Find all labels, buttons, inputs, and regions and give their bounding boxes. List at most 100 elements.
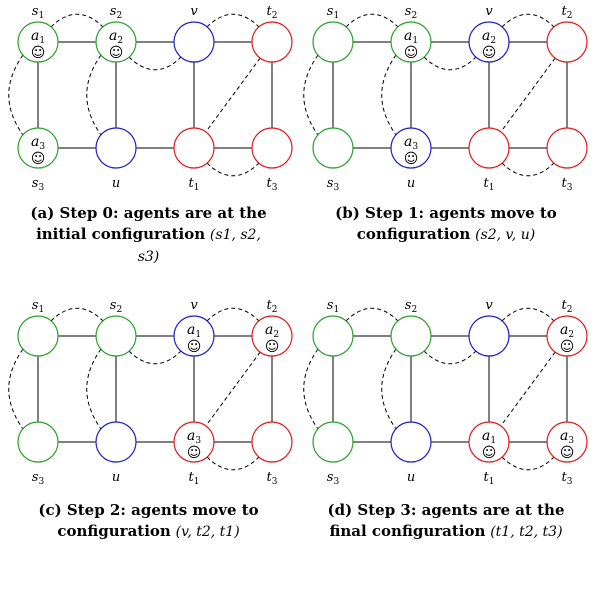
vertex-s1 — [17, 21, 59, 63]
vertex-label-s3: s3 — [32, 176, 45, 193]
vertex-label-t2: t2 — [267, 4, 278, 21]
agent-a3: a3 — [404, 134, 418, 152]
agent-a1: a1 — [404, 28, 418, 46]
agent-a1: a1 — [187, 322, 201, 340]
vertex-s1 — [312, 315, 354, 357]
smiley-icon: ☺ — [31, 45, 46, 61]
vertex-label-t2: t2 — [562, 4, 573, 21]
smiley-icon: ☺ — [404, 151, 419, 167]
dashed-edge-s2-v — [423, 56, 477, 71]
vertex-s1 — [312, 21, 354, 63]
agent-a3: a3 — [187, 428, 201, 446]
caption-text: (a) Step 0: agents are at the initial co… — [30, 204, 267, 243]
vertex-u — [390, 127, 432, 169]
vertex-t2 — [251, 21, 293, 63]
vertex-label-s1: s1 — [327, 4, 339, 21]
vertex-s2 — [390, 315, 432, 357]
smiley-icon: ☺ — [31, 151, 46, 167]
vertex-t2 — [546, 21, 588, 63]
dashed-edge-s2-u — [381, 348, 397, 430]
dashed-edge-v-t2 — [206, 307, 260, 322]
vertex-s3 — [312, 127, 354, 169]
dashed-edge-t2-t1 — [205, 351, 261, 427]
dashed-edge-t1-t3 — [501, 456, 555, 471]
vertex-label-t2: t2 — [562, 298, 573, 315]
dashed-edge-v-t2 — [501, 13, 555, 28]
vertex-t3 — [546, 421, 588, 463]
vertex-label-s3: s3 — [32, 470, 45, 487]
caption-configuration: (t1, t2, t3) — [490, 524, 563, 540]
vertex-s1 — [17, 315, 59, 357]
vertex-label-v: v — [485, 4, 493, 19]
vertex-label-v: v — [190, 298, 198, 313]
agent-a1: a1 — [482, 428, 496, 446]
vertex-s2 — [95, 315, 137, 357]
smiley-icon: ☺ — [482, 445, 497, 461]
dashed-edge-s1-s3 — [303, 348, 319, 430]
caption-configuration: (v, t2, t1) — [175, 524, 240, 540]
smiley-icon: ☺ — [265, 339, 280, 355]
dashed-edge-t1-t3 — [206, 162, 260, 177]
dashed-edge-t1-t3 — [206, 456, 260, 471]
agent-a3: a3 — [31, 134, 45, 152]
dashed-edge-s1-s3 — [8, 54, 24, 136]
vertex-label-s2: s2 — [405, 4, 417, 21]
vertex-u — [95, 127, 137, 169]
vertex-label-s3: s3 — [327, 470, 340, 487]
vertex-t1 — [468, 421, 510, 463]
vertex-v — [468, 315, 510, 357]
vertex-v — [173, 315, 215, 357]
vertex-label-u: u — [407, 470, 415, 485]
vertex-label-v: v — [485, 298, 493, 313]
dashed-edge-s2-u — [381, 54, 397, 136]
vertex-label-t1: t1 — [484, 470, 495, 487]
vertex-t2 — [546, 315, 588, 357]
dashed-edge-s1-s3 — [8, 348, 24, 430]
vertex-label-u: u — [112, 176, 120, 191]
vertex-label-u: u — [112, 470, 120, 485]
vertex-s2 — [390, 21, 432, 63]
vertex-label-s2: s2 — [110, 4, 122, 21]
smiley-icon: ☺ — [560, 339, 575, 355]
vertex-t3 — [251, 127, 293, 169]
vertex-t2 — [251, 315, 293, 357]
dashed-edge-s2-v — [423, 350, 477, 365]
caption-text: (b) Step 1: agents move to configuration — [335, 204, 557, 243]
vertex-u — [390, 421, 432, 463]
vertex-s3 — [17, 421, 59, 463]
vertex-v — [173, 21, 215, 63]
vertex-t3 — [546, 127, 588, 169]
dashed-edge-t2-t1 — [500, 57, 556, 133]
vertex-label-t3: t3 — [562, 176, 573, 193]
smiley-icon: ☺ — [109, 45, 124, 61]
vertex-t1 — [173, 421, 215, 463]
vertex-s3 — [17, 127, 59, 169]
caption-b: (b) Step 1: agents move to configuration… — [327, 203, 565, 246]
dashed-edge-s1-s2 — [50, 307, 104, 322]
vertex-label-u: u — [407, 176, 415, 191]
agent-a2: a2 — [109, 28, 123, 46]
vertex-s3 — [312, 421, 354, 463]
dashed-edge-s1-s2 — [50, 13, 104, 28]
vertex-label-t1: t1 — [189, 176, 200, 193]
dashed-edge-s1-s2 — [345, 307, 399, 322]
vertex-label-t2: t2 — [267, 298, 278, 315]
smiley-icon: ☺ — [482, 45, 497, 61]
vertex-t1 — [173, 127, 215, 169]
caption-text: (c) Step 2: agents move to configuration — [38, 501, 259, 540]
caption-a: (a) Step 0: agents are at the initial co… — [30, 203, 267, 268]
vertex-v — [468, 21, 510, 63]
smiley-icon: ☺ — [187, 445, 202, 461]
dashed-edge-s2-v — [128, 56, 182, 71]
dashed-edge-t1-t3 — [501, 162, 555, 177]
vertex-t3 — [251, 421, 293, 463]
dashed-edge-t2-t1 — [205, 57, 261, 133]
vertex-t1 — [468, 127, 510, 169]
caption-d: (d) Step 3: agents are at the final conf… — [327, 500, 565, 543]
caption-text: (d) Step 3: agents are at the final conf… — [327, 501, 565, 540]
dashed-edge-t2-t1 — [500, 351, 556, 427]
vertex-label-s1: s1 — [32, 298, 44, 315]
